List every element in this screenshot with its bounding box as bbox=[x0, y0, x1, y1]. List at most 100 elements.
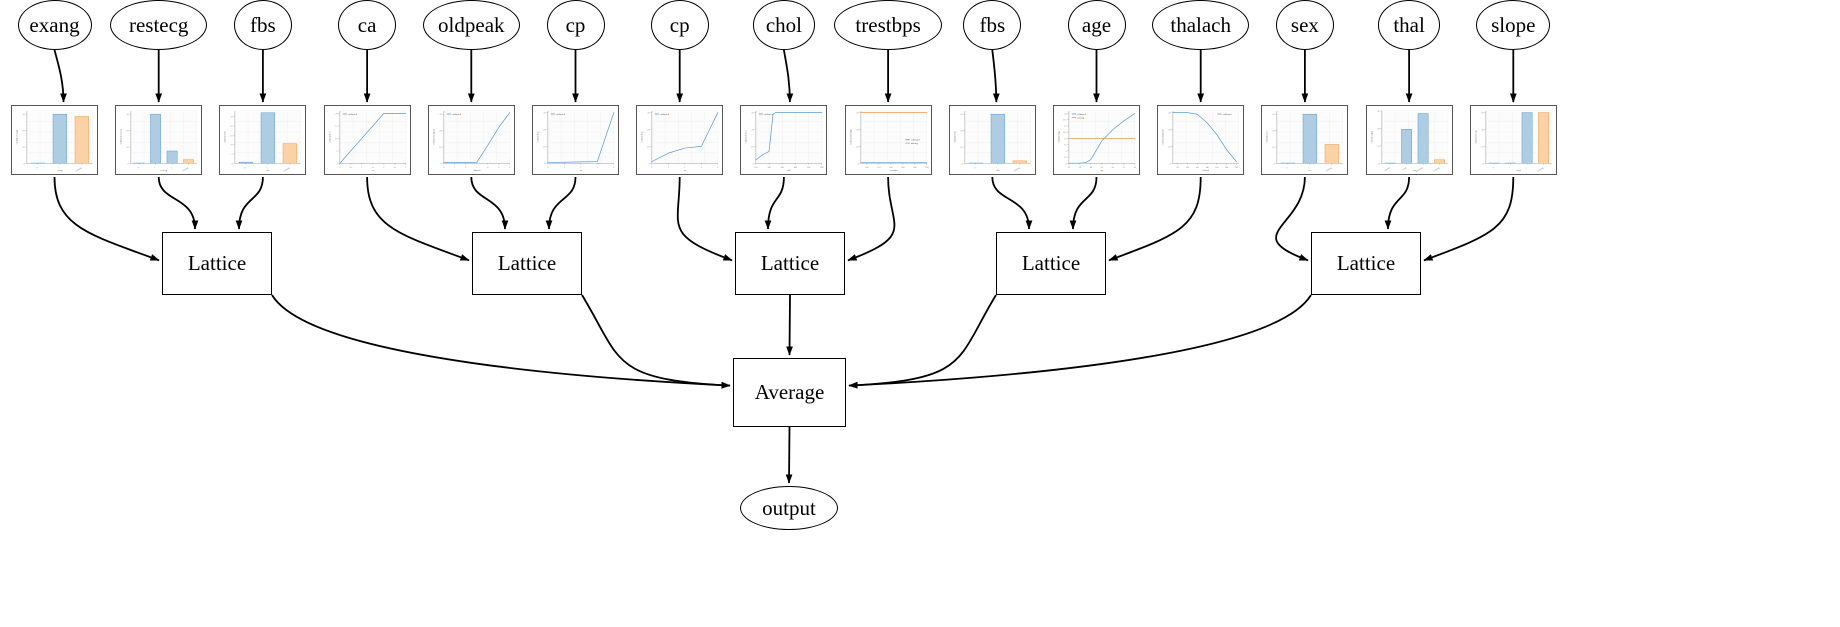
feature-node-fbs-2[interactable]: fbs bbox=[233, 0, 292, 50]
feature-node-ca-3[interactable]: ca bbox=[338, 0, 397, 50]
svg-text:10: 10 bbox=[648, 146, 650, 148]
svg-text:calibrated: calibrated bbox=[1077, 114, 1087, 116]
feature-label: trestbps bbox=[855, 12, 921, 37]
svg-text:80: 80 bbox=[1134, 167, 1136, 169]
lattice-label: Lattice bbox=[1021, 251, 1081, 275]
edge bbox=[786, 294, 793, 356]
feature-node-exang-0[interactable]: exang bbox=[17, 0, 92, 50]
svg-text:3: 3 bbox=[597, 167, 598, 169]
svg-text:trestbps: trestbps bbox=[890, 169, 897, 172]
feature-node-slope-14[interactable]: slope bbox=[1476, 0, 1551, 50]
svg-text:0: 0 bbox=[36, 167, 38, 169]
svg-text:20: 20 bbox=[856, 130, 858, 132]
svg-text:30: 30 bbox=[1377, 111, 1379, 113]
svg-text:20: 20 bbox=[648, 130, 650, 132]
svg-text:0: 0 bbox=[1378, 163, 1379, 165]
lattice-node-0[interactable]: Lattice bbox=[162, 232, 272, 295]
svg-text:calibrated fbs: calibrated fbs bbox=[953, 131, 956, 143]
feature-node-thal-13[interactable]: thal bbox=[1377, 0, 1441, 50]
svg-text:17.5: 17.5 bbox=[1063, 120, 1067, 122]
feature-node-age-10[interactable]: age bbox=[1067, 0, 1126, 50]
svg-text:20: 20 bbox=[960, 131, 962, 133]
svg-text:60: 60 bbox=[1112, 167, 1114, 169]
svg-text:5: 5 bbox=[336, 151, 337, 153]
edge bbox=[470, 176, 509, 230]
svg-text:3: 3 bbox=[405, 167, 406, 169]
feature-node-chol-7[interactable]: chol bbox=[752, 0, 816, 50]
svg-text:sex: sex bbox=[1309, 169, 1313, 172]
edge bbox=[764, 176, 785, 230]
svg-text:4: 4 bbox=[613, 167, 615, 169]
feature-node-oldpeak-4[interactable]: oldpeak bbox=[422, 0, 520, 50]
svg-text:1: 1 bbox=[1309, 167, 1311, 169]
feature-node-cp-5[interactable]: cp bbox=[546, 0, 605, 50]
edge bbox=[1069, 176, 1098, 230]
svg-text:1: 1 bbox=[154, 167, 156, 169]
svg-text:10: 10 bbox=[1169, 146, 1171, 148]
edge bbox=[783, 49, 794, 103]
svg-text:0: 0 bbox=[1274, 163, 1275, 165]
edge bbox=[1384, 176, 1410, 230]
feature-node-trestbps-8[interactable]: trestbps bbox=[834, 0, 943, 50]
svg-text:missing: missing bbox=[910, 142, 918, 145]
svg-text:6: 6 bbox=[509, 167, 510, 169]
svg-text:140: 140 bbox=[1206, 167, 1209, 169]
edge bbox=[991, 176, 1033, 230]
svg-text:0: 0 bbox=[974, 167, 976, 169]
svg-text:180: 180 bbox=[1225, 167, 1228, 169]
feature-node-thalach-11[interactable]: thalach bbox=[1152, 0, 1250, 50]
svg-text:calibrated cp: calibrated cp bbox=[642, 131, 644, 143]
svg-text:10: 10 bbox=[1481, 146, 1483, 148]
svg-text:normal: normal bbox=[1384, 167, 1391, 172]
svg-text:fbs: fbs bbox=[996, 169, 999, 172]
feature-label: restecg bbox=[128, 12, 189, 37]
feature-node-cp-6[interactable]: cp bbox=[650, 0, 709, 50]
svg-text:100: 100 bbox=[755, 167, 758, 169]
output-node[interactable]: output bbox=[740, 486, 838, 530]
svg-text:missing: missing bbox=[1326, 166, 1334, 172]
feature-node-sex-12[interactable]: sex bbox=[1275, 0, 1334, 50]
svg-text:2: 2 bbox=[465, 167, 466, 169]
svg-text:30: 30 bbox=[1273, 114, 1275, 116]
lattice-node-2[interactable]: Lattice bbox=[735, 232, 845, 295]
svg-text:0: 0 bbox=[961, 163, 962, 165]
svg-text:ca: ca bbox=[371, 169, 373, 172]
average-label: Average bbox=[754, 380, 825, 404]
feature-label: fbs bbox=[250, 12, 276, 37]
svg-text:5: 5 bbox=[232, 154, 233, 156]
feature-node-fbs-9[interactable]: fbs bbox=[963, 0, 1022, 50]
feature-label: sex bbox=[1290, 12, 1319, 37]
svg-text:calibrated fbs: calibrated fbs bbox=[224, 131, 227, 143]
svg-text:0: 0 bbox=[1482, 163, 1483, 165]
lattice-node-4[interactable]: Lattice bbox=[1311, 232, 1421, 295]
svg-text:0: 0 bbox=[138, 167, 140, 169]
average-node[interactable]: Average bbox=[733, 358, 846, 427]
svg-text:0: 0 bbox=[649, 163, 650, 165]
svg-text:thalach: thalach bbox=[1203, 169, 1211, 172]
svg-text:10: 10 bbox=[1377, 146, 1379, 148]
svg-text:1: 1 bbox=[668, 167, 669, 169]
lattice-node-3[interactable]: Lattice bbox=[996, 232, 1106, 295]
svg-text:chol: chol bbox=[787, 169, 791, 172]
feature-node-restecg-1[interactable]: restecg bbox=[110, 0, 208, 50]
feature-label: chol bbox=[765, 12, 802, 37]
lattice-node-1[interactable]: Lattice bbox=[472, 232, 582, 295]
svg-text:120: 120 bbox=[877, 167, 880, 169]
svg-text:calibrated: calibrated bbox=[556, 114, 566, 116]
svg-text:calibrated restecg: calibrated restecg bbox=[120, 128, 123, 144]
